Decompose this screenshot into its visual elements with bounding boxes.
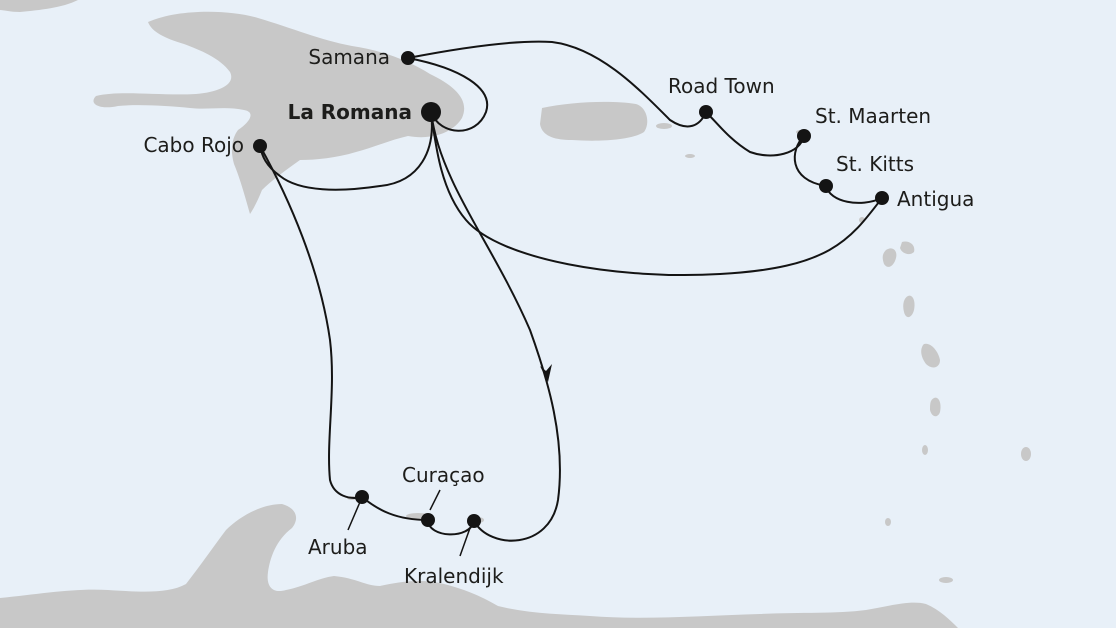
route-lines xyxy=(259,40,883,542)
port-label-aruba: Aruba xyxy=(308,535,368,559)
port-dot-aruba[interactable] xyxy=(355,490,369,504)
route-la-romana-samana xyxy=(407,57,489,132)
leader-aruba xyxy=(347,501,361,531)
land-trinidad xyxy=(900,607,933,628)
route-direction-arrow xyxy=(540,364,552,382)
leader-curacao xyxy=(429,489,441,511)
port-dot-samana[interactable] xyxy=(401,51,415,65)
port-dot-road-town[interactable] xyxy=(699,105,713,119)
land-martinique xyxy=(921,343,940,368)
port-label-st-maarten: St. Maarten xyxy=(815,104,931,128)
port-dot-antigua[interactable] xyxy=(875,191,889,205)
land-st-lucia xyxy=(930,397,941,417)
route-la-romana-cabo-rojo xyxy=(259,111,433,191)
port-dot-cabo-rojo[interactable] xyxy=(253,139,267,153)
port-label-antigua: Antigua xyxy=(897,187,974,211)
port-dot-curacao[interactable] xyxy=(421,513,435,527)
route-samana-road-town xyxy=(407,40,707,128)
land-barbados xyxy=(1021,447,1031,461)
port-label-road-town: Road Town xyxy=(668,74,775,98)
land-grenada xyxy=(885,518,891,526)
route-cabo-rojo-aruba xyxy=(259,145,363,499)
land-guadeloupe xyxy=(882,241,915,267)
land-virgin-islands xyxy=(656,123,672,129)
land-cuba xyxy=(0,0,78,12)
land-virgin-islands-2 xyxy=(685,154,695,158)
port-label-samana: Samana xyxy=(308,45,390,69)
leader-kralendijk xyxy=(459,527,471,557)
port-dot-kralendijk[interactable] xyxy=(467,514,481,528)
port-dot-st-maarten[interactable] xyxy=(797,129,811,143)
land-st-vincent xyxy=(922,445,928,455)
port-label-cabo-rojo: Cabo Rojo xyxy=(143,133,244,157)
port-label-la-romana: La Romana xyxy=(288,100,412,124)
route-kralendijk-la-romana xyxy=(430,111,561,542)
port-dot-st-kitts[interactable] xyxy=(819,179,833,193)
land-hispaniola xyxy=(93,11,465,215)
port-dot-la-romana[interactable] xyxy=(421,102,441,122)
port-label-kralendijk: Kralendijk xyxy=(404,564,504,588)
land-puerto-rico xyxy=(540,101,648,141)
land-south-america xyxy=(0,504,958,628)
port-label-curacao: Curaçao xyxy=(402,463,485,487)
land-dominica xyxy=(903,295,915,318)
port-label-st-kitts: St. Kitts xyxy=(836,152,914,176)
route-antigua-la-romana xyxy=(430,111,883,277)
land-tobago xyxy=(939,577,953,583)
